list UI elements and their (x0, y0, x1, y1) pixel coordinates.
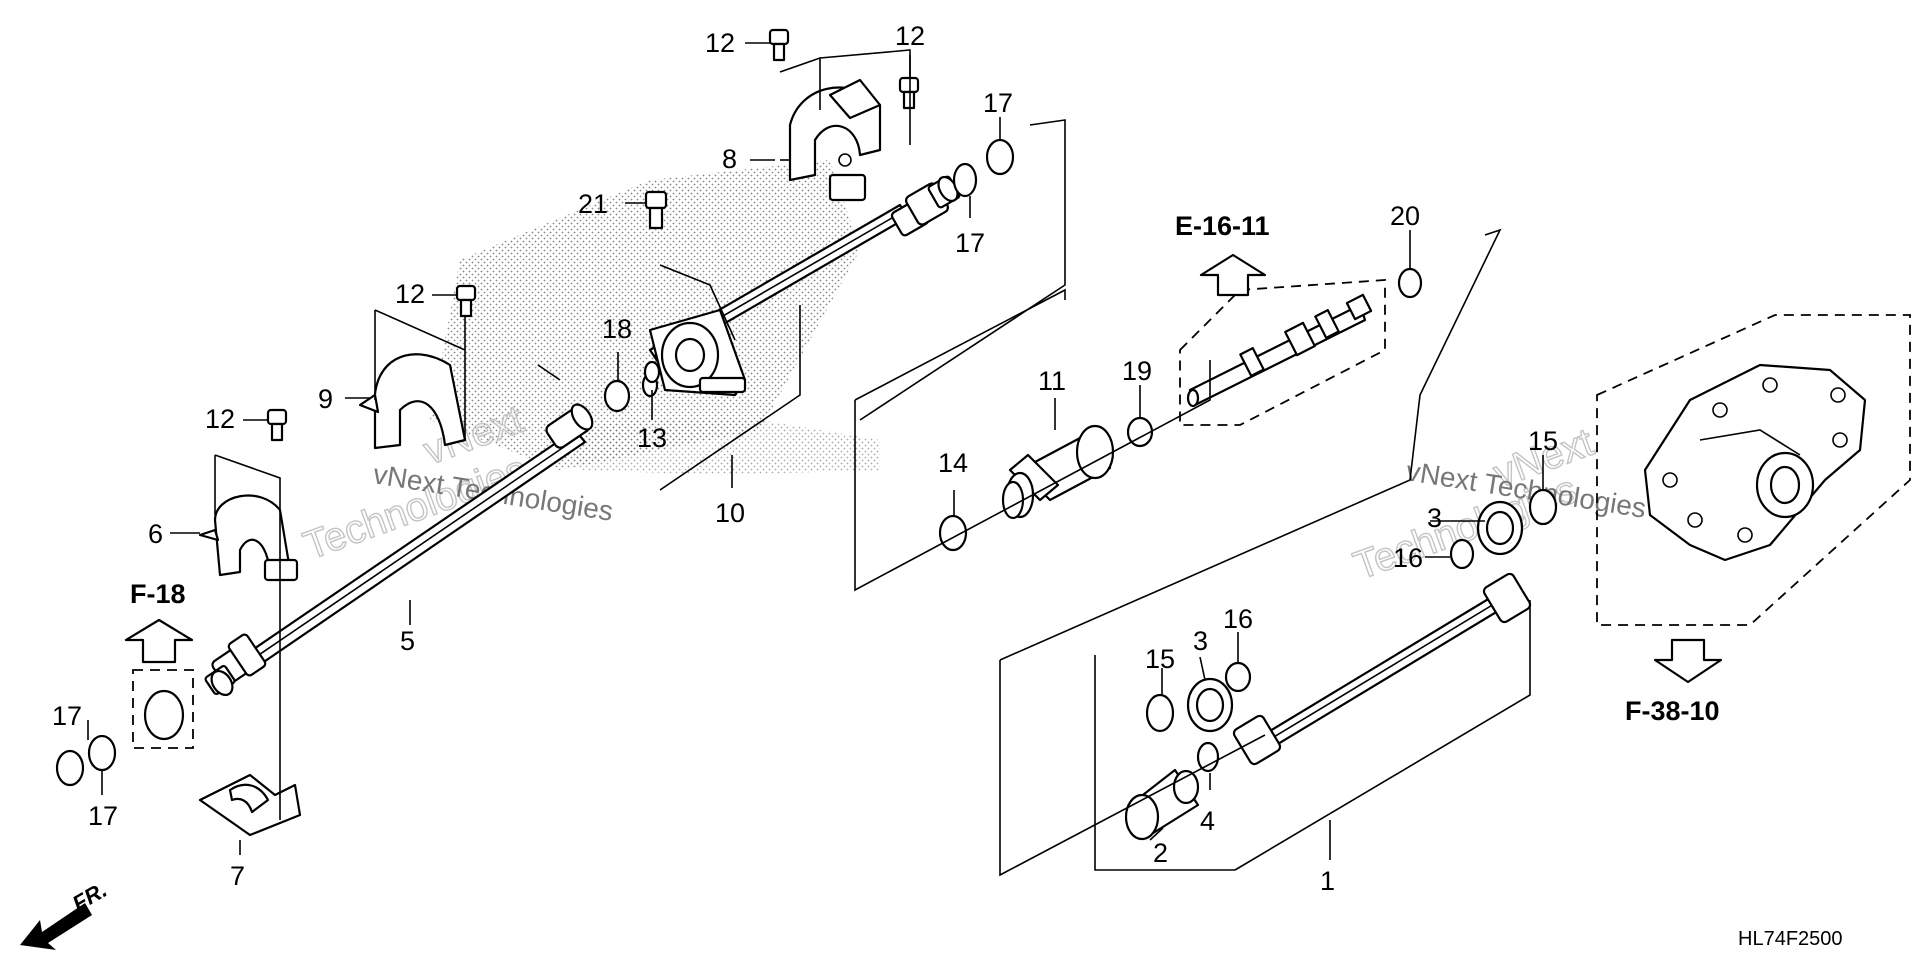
ring-15b (1528, 488, 1558, 526)
callout-5: 5 (400, 626, 415, 656)
callout-3b: 3 (1427, 503, 1442, 533)
front-arrow-icon (20, 903, 92, 950)
arrow-up-e16 (1199, 253, 1267, 297)
rear-differential (1643, 363, 1867, 562)
ring-f18 (143, 689, 185, 741)
callout-6: 6 (148, 519, 163, 549)
bracket-9 (358, 353, 467, 450)
callout-15b: 15 (1528, 426, 1558, 456)
ring-15a (1145, 693, 1175, 733)
ref-e16: E-16-11 (1175, 211, 1270, 241)
o-ring-20 (1397, 267, 1423, 299)
callout-16b: 16 (1393, 543, 1423, 573)
callout-21: 21 (578, 189, 608, 219)
callout-12c: 12 (395, 279, 425, 309)
bolts (266, 28, 920, 442)
driveshaft-1 (1232, 572, 1532, 766)
sleeve-11 (1001, 424, 1115, 520)
center-bearing (641, 308, 747, 398)
callout-17b: 17 (955, 228, 985, 258)
dot-shading (430, 160, 860, 470)
callout-17d: 17 (88, 801, 118, 831)
o-rings-17 (55, 138, 1015, 787)
callout-14: 14 (938, 448, 968, 478)
callout-19: 19 (1122, 356, 1152, 386)
ring-16a (1224, 661, 1252, 693)
bracket-7 (198, 773, 302, 837)
ring-16b (1449, 538, 1475, 570)
ref-box-f38 (1596, 314, 1911, 626)
callout-10: 10 (715, 498, 745, 528)
callout-20: 20 (1390, 201, 1420, 231)
boot-3b (1476, 500, 1524, 556)
callout-13: 13 (637, 423, 667, 453)
ref-f18: F-18 (130, 579, 186, 609)
o-ring-18 (603, 379, 631, 413)
bracket-8 (780, 78, 882, 202)
ring-4 (1196, 741, 1220, 773)
callout-4: 4 (1200, 806, 1215, 836)
callout-8: 8 (722, 144, 737, 174)
dot-shading-2 (560, 420, 880, 475)
callout-2: 2 (1153, 838, 1168, 868)
callout-numbers: 1 2 3 3 4 5 6 7 8 9 10 11 12 12 12 12 13… (52, 21, 1558, 896)
output-shaft (1186, 293, 1373, 408)
callout-17a: 17 (983, 88, 1013, 118)
callout-12d: 12 (205, 404, 235, 434)
diagram-code: HL74F2500 (1738, 928, 1843, 950)
arrow-down-f38 (1653, 638, 1723, 684)
callout-16a: 16 (1223, 604, 1253, 634)
front-propeller-shaft (204, 403, 594, 696)
cap-2 (1124, 768, 1200, 841)
callout-7: 7 (230, 861, 245, 891)
callout-18: 18 (602, 314, 632, 344)
callout-11: 11 (1038, 366, 1066, 396)
group-lines (87, 42, 1544, 877)
callout-12a: 12 (705, 28, 735, 58)
callout-17c: 17 (52, 701, 82, 731)
clip-13 (643, 360, 661, 384)
callout-15a: 15 (1145, 644, 1175, 674)
callout-9: 9 (318, 384, 333, 414)
callout-3a: 3 (1193, 626, 1208, 656)
arrow-up-f18 (124, 618, 194, 664)
ref-f38: F-38-10 (1625, 696, 1720, 726)
bracket-6 (198, 494, 299, 582)
boot-3a (1186, 677, 1234, 733)
callout-1: 1 (1320, 866, 1335, 896)
callout-12b: 12 (895, 21, 925, 51)
